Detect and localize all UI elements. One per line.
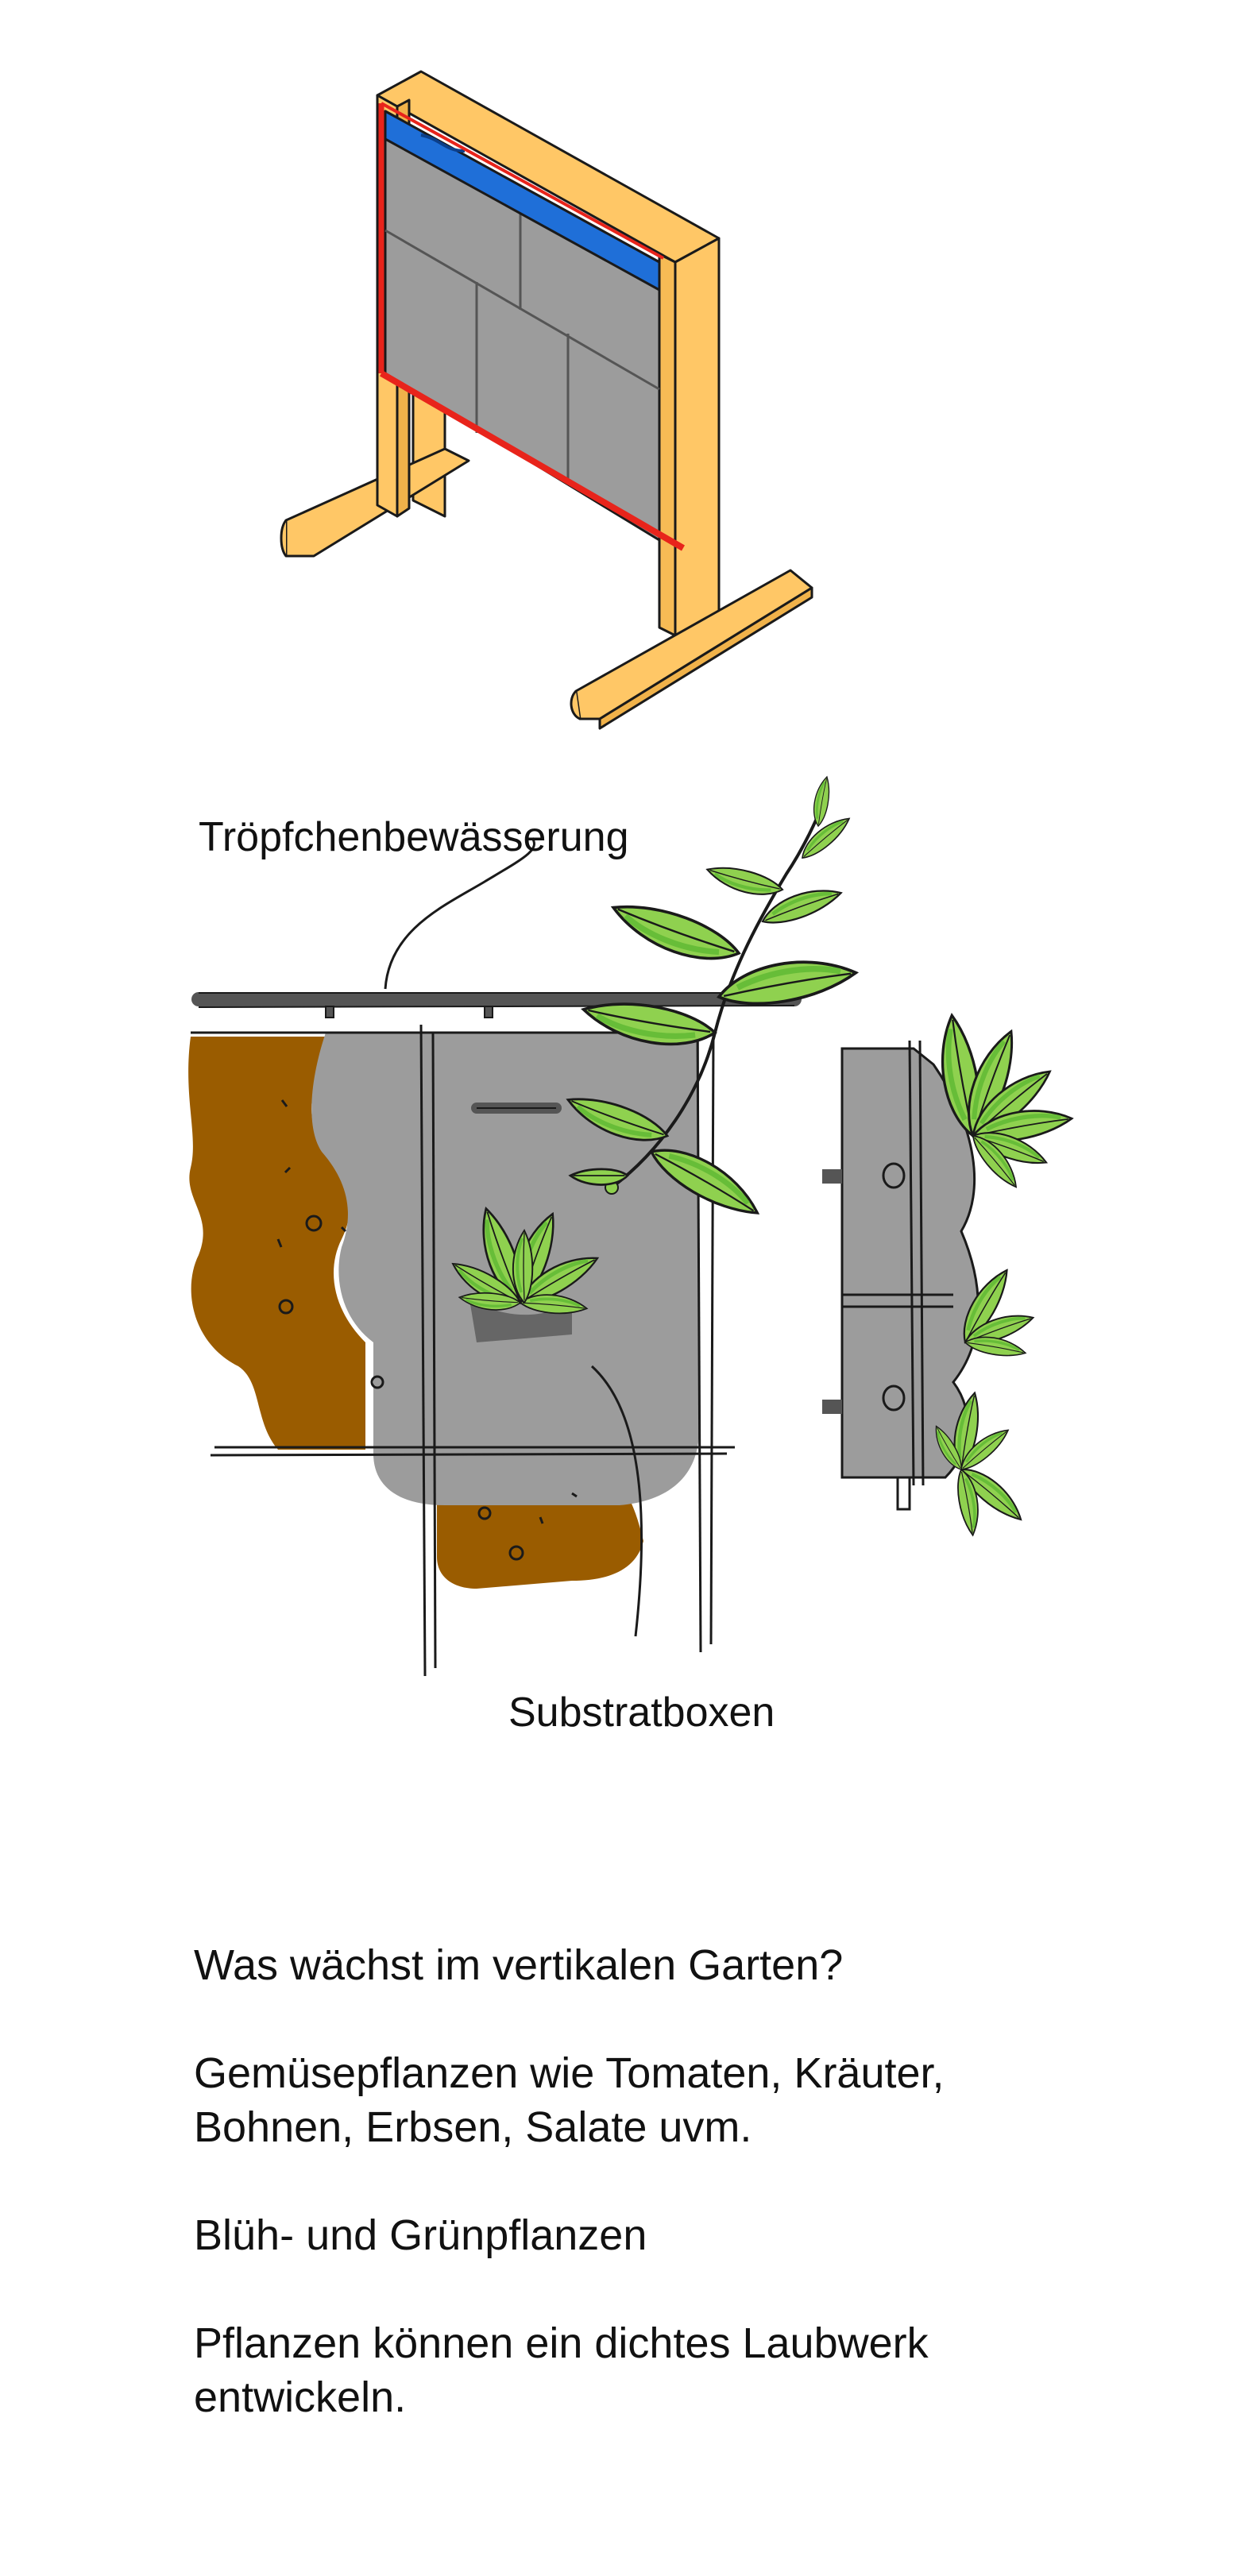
climbing-vine: [562, 774, 859, 1225]
detail-sketch: [188, 774, 1074, 1677]
info-foliage-line2: entwickeln.: [194, 2373, 407, 2421]
info-vegetables-line2: Bohnen, Erbsen, Salate uvm.: [194, 2103, 752, 2151]
info-text-block: Was wächst im vertikalen Garten? Gemüsep…: [194, 1938, 1107, 2478]
info-foliage-line1: Pflanzen können ein dichtes Laubwerk: [194, 2319, 929, 2367]
label-drip-irrigation: Tröpfchenbewässerung: [199, 814, 629, 860]
side-view-box: [822, 1013, 1074, 1539]
info-vegetables-line1: Gemüsepflanzen wie Tomaten, Kräuter,: [194, 2049, 945, 2097]
label-substrate-boxes: Substratboxen: [508, 1690, 775, 1736]
info-foliage: Pflanzen können ein dichtes Laubwerk ent…: [194, 2316, 1107, 2424]
info-question: Was wächst im vertikalen Garten?: [194, 1941, 844, 1989]
rosette-plant: [447, 1205, 603, 1342]
info-vegetables: Gemüsepflanzen wie Tomaten, Kräuter, Boh…: [194, 2046, 1107, 2154]
frame-illustration: [280, 70, 813, 730]
soil-area: [188, 1037, 365, 1450]
info-flowers: Blüh- und Grünpflanzen: [194, 2211, 647, 2259]
